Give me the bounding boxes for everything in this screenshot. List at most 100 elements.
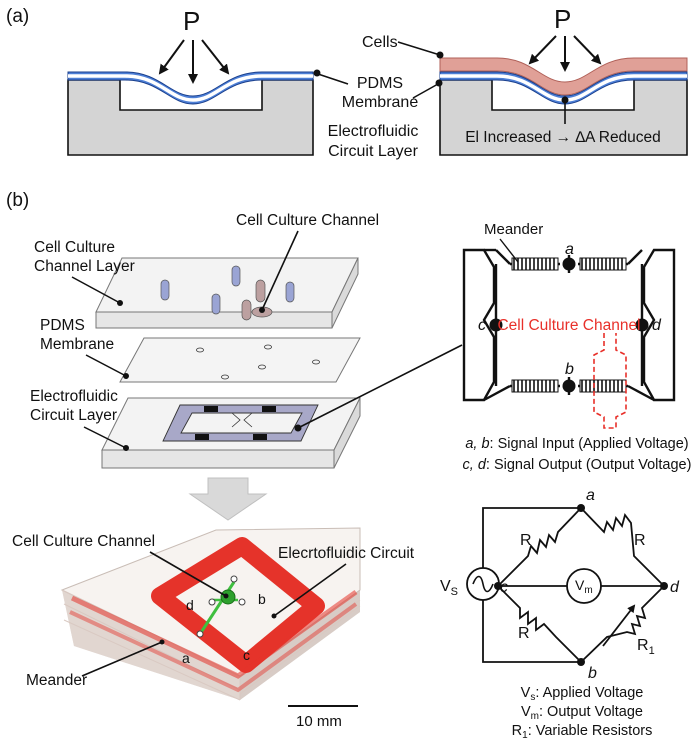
scale-bar-label: 10 mm (296, 713, 342, 730)
legend-input-nodes: a, b (465, 436, 489, 452)
vs-sine-icon (472, 575, 494, 593)
cells-leader-dot (436, 51, 444, 59)
bridge-vs-label: VS (440, 578, 458, 598)
culture-channel-leader-dot (259, 307, 265, 313)
pdms-label-line2: Membrane (342, 94, 419, 111)
legend-input-text: : Signal Input (Applied Voltage) (490, 436, 689, 452)
photo-label-b: b (258, 591, 266, 607)
circuit-label-line2: Circuit Layer (328, 143, 418, 160)
circuit-layer-label-line2: Circuit Layer (30, 407, 117, 424)
right-pressure-arrow-1 (528, 35, 557, 65)
schematic-node-c (489, 318, 503, 332)
bridge-vm-label: Vm (575, 577, 593, 596)
schematic-meander-label: Meander (484, 221, 543, 238)
pdms-leader-right (412, 83, 439, 99)
culture-channel-leader (261, 230, 299, 311)
membrane-leader-dot (123, 373, 129, 379)
bridge-label-b: b (588, 665, 597, 682)
photo-culture-channel-leader-dot (223, 593, 229, 599)
schematic-node-b (562, 379, 576, 393)
bridge-circuit (482, 507, 665, 663)
left-device: P (67, 6, 314, 156)
ei-result-text: El Increased → ∆A Reduced (465, 129, 661, 146)
right-pressure-arrow-3 (573, 35, 602, 65)
schematic-label-a: a (565, 241, 574, 258)
variable-resistor-arrow (602, 604, 636, 647)
photo-culture-channel-label: Cell Culture Channel (12, 533, 155, 550)
photo-meander-leader-dot (159, 639, 165, 645)
photo-circuit-leader (273, 563, 347, 617)
vm-meter (566, 568, 602, 604)
panel-a-label: (a) (6, 6, 29, 27)
culture-channel-layer (95, 257, 359, 329)
left-pressure-label: P (183, 6, 200, 36)
culture-layer-leader (71, 276, 121, 304)
schematic-legend-input: a, b: Signal Input (Applied Voltage) (465, 436, 688, 452)
schematic-legend-output: c, d: Signal Output (Output Voltage) (463, 457, 692, 473)
down-arrow (188, 477, 268, 521)
photo-circuit-label: Elecrtofluidic Circuit (278, 545, 415, 562)
schematic-meander-leader (499, 238, 519, 263)
cells-leader (397, 41, 441, 56)
bridge-label-d: d (670, 579, 680, 596)
bridge-r1-label: R1 (637, 637, 655, 657)
photo-label-a: a (182, 650, 190, 666)
schematic-label-c: c (478, 317, 486, 334)
left-pressure-arrow-3 (201, 39, 230, 75)
photo-culture-channel-leader (149, 551, 227, 597)
bridge-legend-r1: R1: Variable Resistors (512, 723, 653, 740)
circuit-layer-leader-dot (123, 445, 129, 451)
culture-layer-label-line2: Channel Layer (34, 258, 135, 275)
circuit-label-line1: Electrofluidic (328, 123, 419, 140)
device-photo (60, 527, 361, 701)
bridge-label-c: c (500, 579, 508, 596)
bridge-r-label: R (520, 532, 532, 549)
channel-port (255, 279, 266, 303)
exploded-circuit-layer (101, 397, 361, 469)
schematic-red-channel-outline (593, 333, 627, 429)
bridge-node-a (577, 504, 585, 512)
culture-layer-label-line1: Cell Culture (34, 239, 115, 256)
culture-layer-leader-dot (117, 300, 123, 306)
meander-coils (511, 257, 627, 393)
schematic-label-b: b (565, 361, 574, 378)
legend-output-nodes: c, d (463, 457, 487, 473)
inlet-port (160, 279, 170, 301)
exploded-membrane (119, 337, 361, 383)
bridge-label-a: a (586, 487, 595, 504)
schematic-connector-line (297, 344, 463, 429)
pdms-label-line1: PDMS (357, 75, 403, 92)
pdms-leader-left-dot (313, 69, 321, 77)
schematic-connector-dot (294, 424, 302, 432)
photo-meander-leader (81, 641, 163, 677)
membrane-label-line2: Membrane (40, 336, 114, 353)
schematic-channel-label: Cell Culture Channel (497, 317, 640, 334)
membrane-label-line1: PDMS (40, 317, 85, 334)
schematic-node-a (562, 257, 576, 271)
circuit-layer-label-line1: Electrofluidic (30, 388, 118, 405)
bridge-node-d (660, 582, 668, 590)
right-pdms-membrane (439, 71, 688, 105)
bridge-r-label: R (518, 625, 530, 642)
schematic-node-d (635, 318, 649, 332)
pdms-leader-left (317, 73, 349, 85)
legend-output-text: : Signal Output (Output Voltage) (486, 457, 692, 473)
panel-b-label: (b) (6, 190, 29, 211)
bridge-node-b (577, 658, 585, 666)
channel-port (241, 299, 252, 321)
bridge-node-c (494, 582, 502, 590)
left-pdms-membrane (67, 71, 314, 105)
culture-channel-title: Cell Culture Channel (236, 212, 379, 229)
inlet-port (285, 281, 295, 303)
circuit-layer-leader (83, 426, 127, 449)
cells-label: Cells (362, 34, 398, 51)
bridge-legend-vm: Vm: Output Voltage (521, 704, 643, 722)
membrane-leader (85, 354, 127, 377)
photo-meander-label: Meander (26, 672, 87, 689)
inlet-port (231, 265, 241, 287)
pdms-leader-right-dot (435, 79, 443, 87)
photo-circuit-leader-dot (271, 613, 277, 619)
ei-pointer-dot (561, 96, 569, 104)
left-pressure-arrow-1 (158, 39, 185, 75)
